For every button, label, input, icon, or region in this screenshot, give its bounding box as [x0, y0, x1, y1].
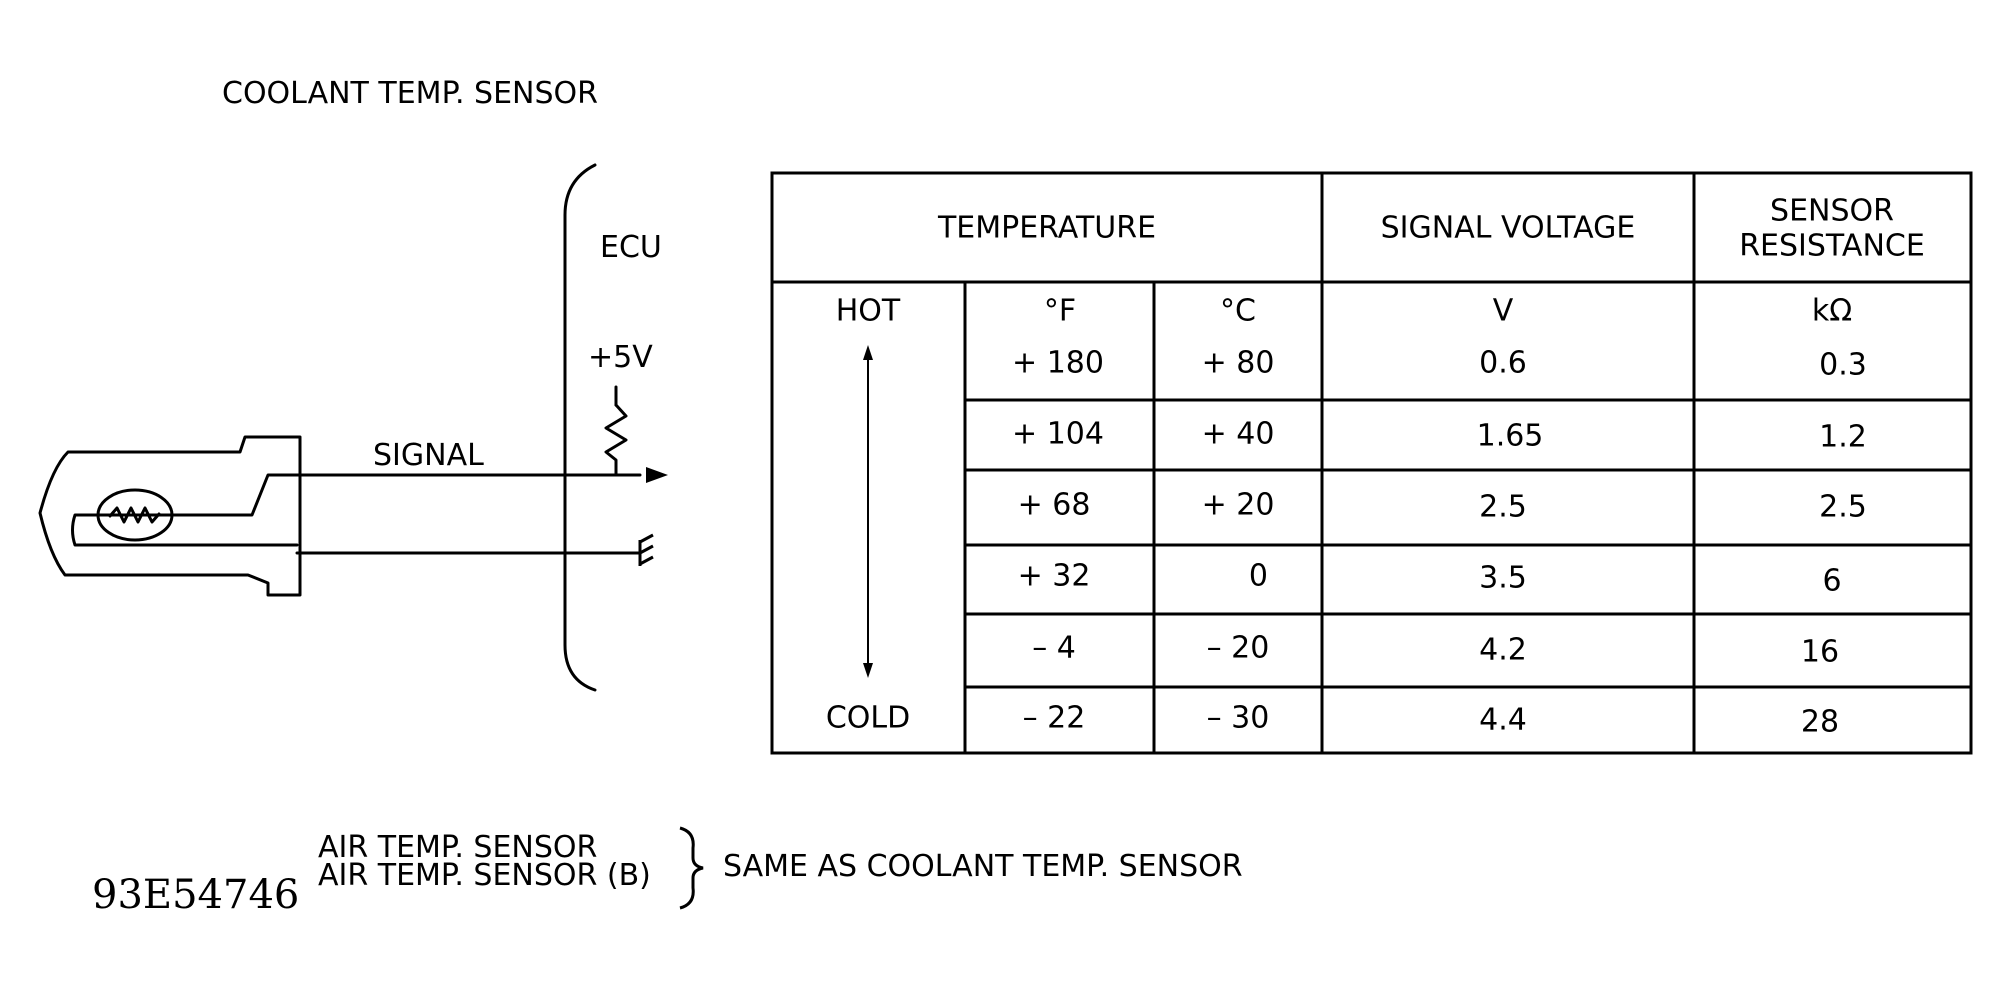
diagram-title: COOLANT TEMP. SENSOR [222, 76, 598, 111]
signal-label: SIGNAL [373, 438, 484, 473]
thermistor-icon [96, 488, 174, 542]
table-row-3-v: 2.5 [1479, 489, 1527, 525]
unit-celsius: °C [1220, 293, 1256, 329]
table-row-3-f: + 68 [1017, 487, 1091, 523]
table-row-4-c: 0 [1248, 558, 1268, 594]
arrow-icon [646, 467, 668, 483]
table-row-3-r: 2.5 [1819, 489, 1867, 525]
table-row-1-r: 0.3 [1819, 347, 1867, 383]
table-row-1-f: + 180 [1012, 345, 1104, 381]
unit-fahrenheit: °F [1043, 293, 1077, 329]
unit-resistance: kΩ [1811, 293, 1853, 329]
coolant-temp-sensor-icon [38, 435, 302, 597]
header-temperature: TEMPERATURE [937, 210, 1157, 246]
hot-cold-arrow-icon [863, 345, 873, 678]
resistor-icon [604, 385, 628, 477]
unit-voltage: V [1492, 293, 1514, 329]
header-sensor-resistance-line2: RESISTANCE [1739, 228, 1925, 264]
bracket-icon [563, 163, 597, 692]
header-sensor-resistance-line1: SENSOR [1770, 193, 1894, 229]
header-signal-voltage: SIGNAL VOLTAGE [1380, 210, 1636, 246]
table-row-5-v: 4.2 [1479, 632, 1527, 668]
table-row-6-v: 4.4 [1479, 702, 1527, 738]
table-row-3-c: + 20 [1201, 487, 1275, 523]
table-row-2-f: + 104 [1012, 416, 1104, 452]
figure-id: 93E54746 [92, 872, 300, 918]
scale-cold: COLD [825, 700, 911, 736]
table-row-2-c: + 40 [1201, 416, 1275, 452]
supply-voltage-label: +5V [588, 340, 653, 375]
table-row-4-r: 6 [1822, 563, 1842, 599]
ecu-label: ECU [600, 230, 662, 265]
table-row-1-v: 0.6 [1479, 345, 1527, 381]
table-row-2-r: 1.2 [1819, 419, 1867, 455]
table-row-4-f: + 32 [1017, 558, 1091, 594]
table-row-5-r: 16 [1800, 634, 1840, 670]
table-row-5-f: – 4 [1032, 630, 1076, 666]
ground-icon [638, 533, 654, 566]
table-row-6-f: – 22 [1022, 700, 1086, 736]
table-row-6-c: – 30 [1206, 700, 1270, 736]
note-air-temp-sensor: AIR TEMP. SENSOR [318, 830, 598, 865]
table-row-5-c: – 20 [1206, 630, 1270, 666]
note-air-temp-sensor-b: AIR TEMP. SENSOR (B) [318, 858, 651, 893]
table-row-1-c: + 80 [1201, 345, 1275, 381]
note-same-as-text: SAME AS COOLANT TEMP. SENSOR [723, 849, 1243, 884]
scale-hot: HOT [835, 293, 901, 329]
brace-icon [679, 826, 704, 910]
table-row-6-r: 28 [1800, 704, 1840, 740]
table-row-2-v: 1.65 [1476, 418, 1544, 454]
table-row-4-v: 3.5 [1479, 560, 1527, 596]
